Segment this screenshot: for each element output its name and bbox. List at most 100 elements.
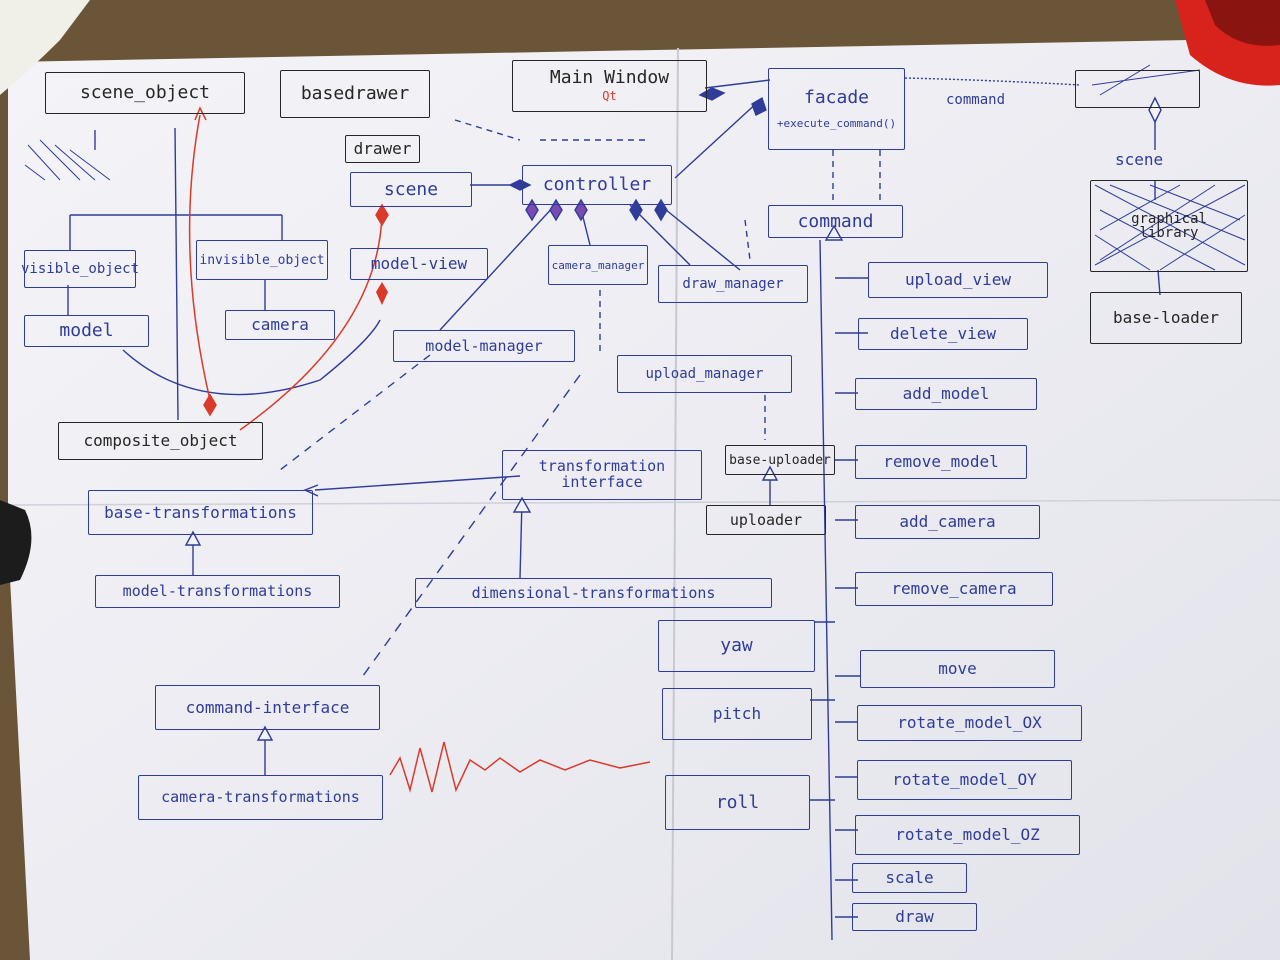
base-loader-label: base-loader: [1113, 308, 1219, 327]
mainwindow-facade-link: [704, 79, 771, 89]
yaw-box: yaw: [658, 620, 815, 672]
command-interface-box: command-interface: [155, 685, 380, 730]
transform-base-link: [314, 475, 521, 491]
command-edge-label: command: [946, 92, 1006, 108]
camera-box: camera: [225, 310, 335, 340]
command-box-move: move: [860, 650, 1055, 688]
uploader-label: uploader: [729, 510, 803, 529]
transformation-interface-box: transformation interface: [502, 450, 702, 500]
upload-manager-box: upload_manager: [617, 355, 792, 393]
composite-object-label: composite_object: [83, 431, 238, 450]
command-box-add-camera: add_camera: [855, 505, 1040, 539]
command-box-label: rotate_model_OY: [892, 770, 1037, 789]
command-box-label: remove_model: [883, 452, 999, 471]
scene-object-label: scene_object: [79, 82, 211, 103]
hatched-box-top-right: [1075, 70, 1200, 108]
camera-manager-label: camera_manager: [551, 258, 645, 272]
command-box-label: move: [938, 659, 977, 678]
graphical-library-label: graphical library: [1131, 211, 1207, 241]
pitch-label: pitch: [712, 704, 762, 723]
scene-box: scene: [350, 172, 472, 207]
command-box-delete-view: delete_view: [858, 318, 1028, 350]
command-hierarchy-spine: [819, 239, 833, 941]
facade-method-label: +execute_command(): [776, 116, 897, 130]
model-transformations-label: model-transformations: [122, 582, 313, 600]
model-transformations-box: model-transformations: [95, 575, 340, 608]
base-uploader-box: base-uploader: [725, 445, 835, 475]
scene-right-label: scene: [1115, 150, 1164, 169]
base-transformations-label: base-transformations: [104, 502, 297, 522]
command-box-label: add_camera: [899, 512, 996, 531]
roll-box: roll: [665, 775, 810, 830]
command-box-label: rotate_model_OX: [897, 713, 1042, 732]
camera-manager-box: camera_manager: [548, 245, 648, 285]
command-box-add-model: add_model: [855, 378, 1037, 410]
composite-object-box: composite_object: [58, 422, 263, 460]
facade-label: facade: [803, 86, 870, 108]
command-box-remove-camera: remove_camera: [855, 572, 1053, 606]
command-box-rotate-model-ox: rotate_model_OX: [857, 705, 1082, 741]
command-box-label: delete_view: [890, 324, 996, 343]
base-transformations-box: base-transformations: [88, 490, 313, 535]
command-interface-label: command-interface: [185, 697, 350, 717]
controller-label: controller: [542, 174, 652, 195]
scene-object-box: scene_object: [45, 72, 245, 114]
draw-manager-box: draw_manager: [658, 265, 808, 303]
base-loader-box: base-loader: [1090, 292, 1242, 344]
base-drawer-label: basedrawer: [300, 83, 410, 104]
command-box-rotate-model-oy: rotate_model_OY: [857, 760, 1072, 800]
command-box-remove-model: remove_model: [855, 445, 1027, 479]
camera-transformations-box: camera-transformations: [138, 775, 383, 820]
invisible-object-label: invisible_object: [199, 252, 325, 268]
model-box: model: [24, 315, 149, 347]
drawer-box: drawer: [345, 135, 420, 163]
command-box-draw: draw: [852, 903, 977, 931]
pitch-box: pitch: [662, 688, 812, 740]
command-box-label: remove_camera: [891, 579, 1017, 598]
model-manager-box: model-manager: [393, 330, 575, 362]
main-window-qt-label: Qt: [602, 89, 617, 104]
scene-label: scene: [383, 178, 439, 200]
command-label: command: [797, 210, 874, 232]
red-composition-arcs: [188, 106, 651, 793]
invisible-object-box: invisible_object: [196, 240, 328, 280]
visible-object-label: visible_object: [21, 261, 140, 277]
visible-object-box: visible_object: [21, 250, 140, 288]
command-box: command: [768, 205, 903, 238]
upload-manager-label: upload_manager: [645, 366, 764, 382]
aggregation-diamond: [751, 96, 767, 116]
hatch-scribble: [24, 64, 1246, 271]
model-label: model: [59, 320, 114, 341]
facade-controller-link: [674, 99, 761, 179]
camera-transformations-label: camera-transformations: [161, 788, 360, 806]
model-view-label: model-view: [370, 254, 468, 273]
model-manager-label: model-manager: [425, 336, 543, 355]
main-window-label: Main Window: [549, 67, 670, 89]
uploader-box: uploader: [706, 505, 826, 535]
command-box-label: rotate_model_OZ: [895, 825, 1040, 844]
model-view-box: model-view: [350, 248, 488, 280]
command-box-label: draw: [895, 907, 934, 926]
dimensional-transformations-label: dimensional-transformations: [471, 583, 716, 602]
draw-manager-label: draw_manager: [682, 276, 784, 292]
drawer-label: drawer: [353, 139, 412, 158]
scene-object-hierarchy: [174, 127, 179, 421]
graphical-library-box: graphical library: [1090, 180, 1248, 272]
base-uploader-label: base-uploader: [729, 452, 831, 468]
command-branches: [835, 277, 868, 918]
main-window-box: Main Window Qt: [512, 60, 707, 112]
command-box-rotate-model-oz: rotate_model_OZ: [855, 815, 1080, 855]
aggregation-diamond: [508, 179, 532, 191]
command-box-label: add_model: [902, 384, 990, 403]
yaw-label: yaw: [720, 635, 753, 656]
transformation-interface-label: transformation interface: [538, 457, 666, 491]
command-box-scale: scale: [852, 863, 967, 893]
controller-modelmanager-link: [439, 204, 556, 331]
base-drawer-box: basedrawer: [280, 70, 430, 118]
command-box-label: scale: [885, 868, 934, 887]
dimensional-transformations-box: dimensional-transformations: [415, 578, 772, 608]
controller-box: controller: [522, 165, 672, 205]
